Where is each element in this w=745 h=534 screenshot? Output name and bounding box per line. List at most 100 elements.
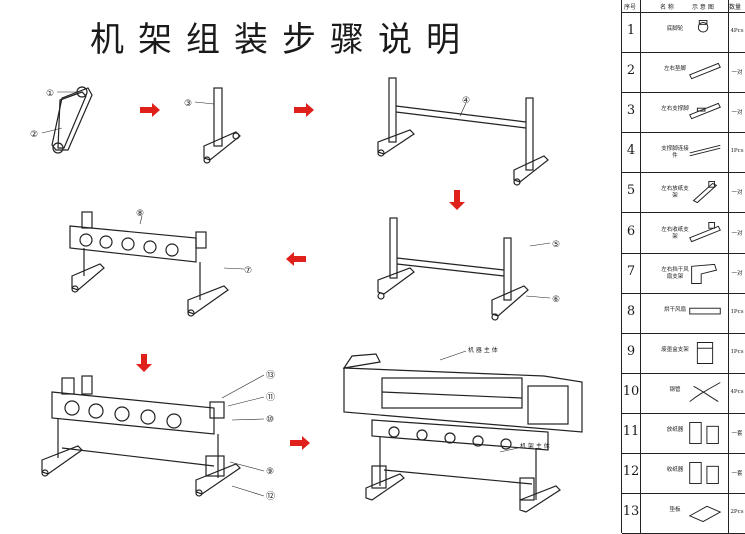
parts-table-row: 12 收纸器一套 xyxy=(622,453,745,495)
page-title: 机架组装步骤说明 xyxy=(90,20,474,60)
part-sketch xyxy=(689,145,721,157)
callout-10: ⑩ xyxy=(266,415,274,425)
parts-table-row: 1 底脚轮 4Pcs xyxy=(622,12,745,54)
callout-12: ⑫ xyxy=(266,491,275,502)
part-number: 4 xyxy=(626,143,636,159)
callout-8: ⑧ xyxy=(136,209,144,219)
part-sketch xyxy=(689,462,719,485)
parts-table-row: 11 放纸器一套 xyxy=(622,413,745,455)
part-number: 12 xyxy=(622,464,640,480)
arrow-step5-6 xyxy=(136,354,152,372)
part-name: 烘干风扇 xyxy=(663,306,686,313)
parts-table-row: 5 左右放纸支架 一对 xyxy=(622,172,745,214)
part-number: 1 xyxy=(626,23,636,39)
parts-table-row: 8 烘干风扇 1Pcs xyxy=(622,293,745,334)
label-frame-body: 机 架 主 体 xyxy=(520,442,550,450)
part-sketch xyxy=(696,341,714,364)
callout-4: ④ xyxy=(462,96,470,106)
parts-table-row: 6 左右收纸支架 一对 xyxy=(622,213,745,254)
parts-table-row: 7 左右挡干风扇支架 一对 xyxy=(622,253,745,294)
part-sketch xyxy=(689,307,721,315)
parts-table-header: 序号 名 称 示 意 图 数量 xyxy=(622,0,745,13)
part-quantity: 一对 xyxy=(731,70,743,77)
callout-2: ② xyxy=(30,130,38,140)
part-quantity: 一对 xyxy=(731,110,743,117)
flow-arrows xyxy=(136,103,465,450)
part-quantity: 一对 xyxy=(731,270,743,277)
callout-7: ⑦ xyxy=(244,266,252,276)
parts-table-row: 4 支撑脚连接件 1Pcs xyxy=(622,132,745,174)
part-number: 5 xyxy=(626,183,636,199)
step4-legs-supports xyxy=(377,217,529,321)
callout-6: ⑥ xyxy=(552,295,560,305)
arrow-step2-3 xyxy=(294,103,314,117)
parts-table-row: 13 垫板 2Pcs xyxy=(622,493,745,534)
part-quantity: 一套 xyxy=(731,431,743,438)
label-main-body: 机 器 主 体 xyxy=(468,346,498,354)
part-quantity: 一对 xyxy=(731,190,743,197)
part-name: 左右收纸支架 xyxy=(661,226,689,240)
arrow-step1-2 xyxy=(140,103,160,117)
part-number: 13 xyxy=(622,504,640,520)
step7-printer-assembled xyxy=(342,353,583,513)
step5-frame-with-fan xyxy=(69,211,229,317)
step2-single-leg xyxy=(203,87,241,164)
step3-legs-crossbar xyxy=(377,77,549,186)
part-number: 10 xyxy=(622,383,640,399)
part-name: 底脚轮 xyxy=(666,26,684,33)
part-quantity: 一对 xyxy=(731,230,743,237)
callout-5: ⑤ xyxy=(552,240,560,250)
part-name: 废墨盒支架 xyxy=(661,346,689,353)
part-sketch xyxy=(689,381,721,402)
part-name: 垫板 xyxy=(669,507,681,514)
part-sketch xyxy=(689,221,721,242)
part-name: 放纸器 xyxy=(666,427,684,434)
header-qty: 数量 xyxy=(729,4,742,11)
parts-table-row: 3 左右支撑脚一对 xyxy=(622,92,745,134)
callout-1: ① xyxy=(46,89,54,99)
part-name: 左右支撑脚 xyxy=(661,106,689,113)
part-sketch xyxy=(691,263,718,284)
part-name: 左右垫脚 xyxy=(663,66,686,73)
callout-13: ⑬ xyxy=(266,370,275,381)
arrow-step6-7 xyxy=(290,436,310,450)
part-quantity: 2Pcs xyxy=(730,509,744,516)
part-number: 9 xyxy=(626,343,636,359)
callout-9: ⑨ xyxy=(266,467,274,477)
header-sketch: 示 意 图 xyxy=(692,4,714,11)
part-name: 左右挡干风扇支架 xyxy=(661,266,689,280)
part-sketch xyxy=(688,505,722,523)
part-sketch xyxy=(689,62,721,80)
part-quantity: 一套 xyxy=(731,471,743,478)
part-name: 支撑脚连接件 xyxy=(661,146,689,160)
part-number: 11 xyxy=(622,424,640,440)
parts-table-row: 9 废墨盒支架 1Pcs xyxy=(622,333,745,374)
assembly-diagram: ① ② ③ ④ ⑤ ⑥ ⑦ ⑧ ⑨ ⑩ ⑪ ⑫ ⑬ 机 器 主 体 机 架 主 … xyxy=(30,77,583,513)
part-number: 2 xyxy=(626,63,636,79)
part-name: 收纸器 xyxy=(666,467,684,474)
part-name: 钢管 xyxy=(669,386,681,393)
arrow-step4-5 xyxy=(286,252,306,266)
part-sketch xyxy=(697,20,709,33)
callout-11: ⑪ xyxy=(266,392,275,403)
header-name: 名 称 xyxy=(660,4,674,11)
part-name: 左右放纸支架 xyxy=(661,186,689,200)
part-quantity: 1Pcs xyxy=(730,348,744,355)
callout-3: ③ xyxy=(184,99,192,109)
part-quantity: 4Pcs xyxy=(730,28,744,35)
part-sketch xyxy=(689,422,719,444)
part-sketch xyxy=(689,102,721,120)
part-number: 3 xyxy=(626,103,636,119)
part-number: 7 xyxy=(626,263,636,279)
part-number: 6 xyxy=(626,223,636,239)
part-quantity: 1Pcs xyxy=(730,148,744,155)
part-number: 8 xyxy=(626,303,636,319)
arrow-step3-4 xyxy=(449,190,465,210)
step6-complete-frame xyxy=(41,375,241,497)
header-no: 序号 xyxy=(624,4,637,11)
part-sketch xyxy=(692,181,718,204)
part-quantity: 1Pcs xyxy=(730,308,744,315)
parts-table-row: 2 左右垫脚一对 xyxy=(622,52,745,94)
